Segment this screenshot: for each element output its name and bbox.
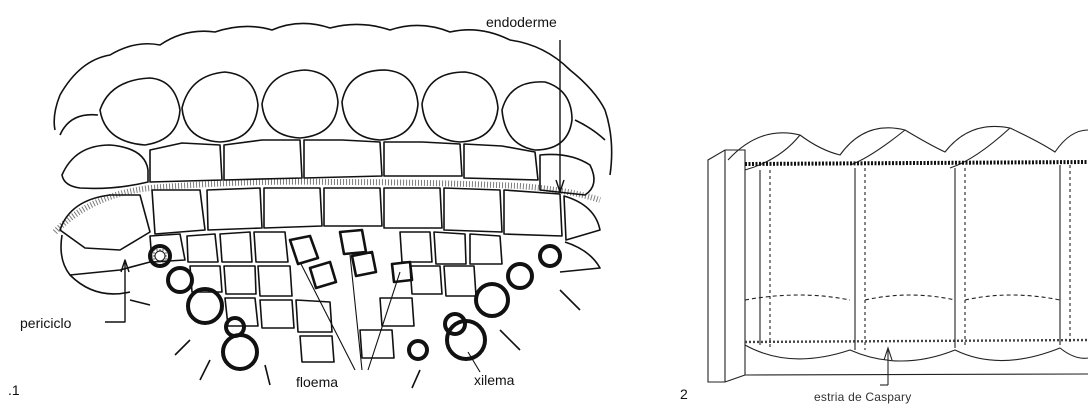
endodermis-3d-block	[708, 126, 1088, 385]
xylem-label: xilema	[474, 372, 514, 388]
figure-1-number: .1	[8, 382, 20, 398]
figure-2-number: 2	[680, 386, 688, 402]
phloem-label: floema	[296, 374, 338, 390]
root-cross-section	[54, 23, 611, 388]
casparian-strip-label: estria de Caspary	[814, 389, 911, 405]
pericycle-label: periciclo	[20, 315, 71, 331]
endoderm-label: endoderme	[486, 14, 557, 30]
